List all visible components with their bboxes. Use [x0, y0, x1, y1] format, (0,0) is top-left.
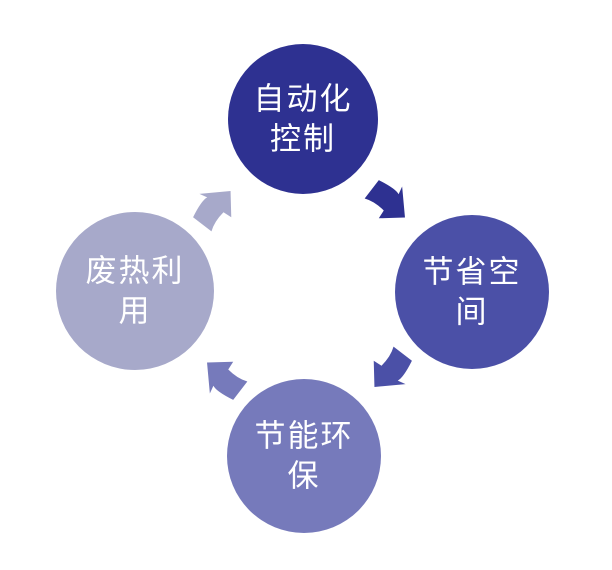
node-circle-energy-saving: [227, 379, 381, 533]
arrow-left-to-top-icon: [193, 191, 232, 232]
node-circle-automation-control: [228, 44, 378, 194]
arrow-bottom-to-left-icon: [207, 361, 248, 400]
cycle-node-energy-saving: 节能环 保: [227, 379, 381, 533]
node-circle-save-space: [395, 215, 549, 369]
node-circle-waste-heat-use: [56, 212, 214, 370]
node-label-save-space-line1: 节省空: [423, 255, 522, 290]
cycle-node-waste-heat-use: 废热利 用: [56, 212, 214, 370]
cycle-node-save-space: 节省空 间: [395, 215, 549, 369]
node-label-waste-heat-use-line1: 废热利: [86, 254, 185, 289]
node-label-save-space-line2: 间: [456, 295, 489, 330]
node-label-waste-heat-use-line2: 用: [119, 294, 152, 329]
node-label-automation-control-line2: 控制: [270, 122, 336, 157]
cycle-node-automation-control: 自动化 控制: [228, 44, 378, 194]
node-label-energy-saving-line1: 节能环: [255, 419, 354, 454]
arrow-top-to-right-icon: [364, 180, 405, 219]
node-label-automation-control-line1: 自动化: [254, 82, 353, 117]
node-label-energy-saving-line2: 保: [288, 459, 321, 494]
arrow-right-to-bottom-icon: [373, 346, 412, 387]
